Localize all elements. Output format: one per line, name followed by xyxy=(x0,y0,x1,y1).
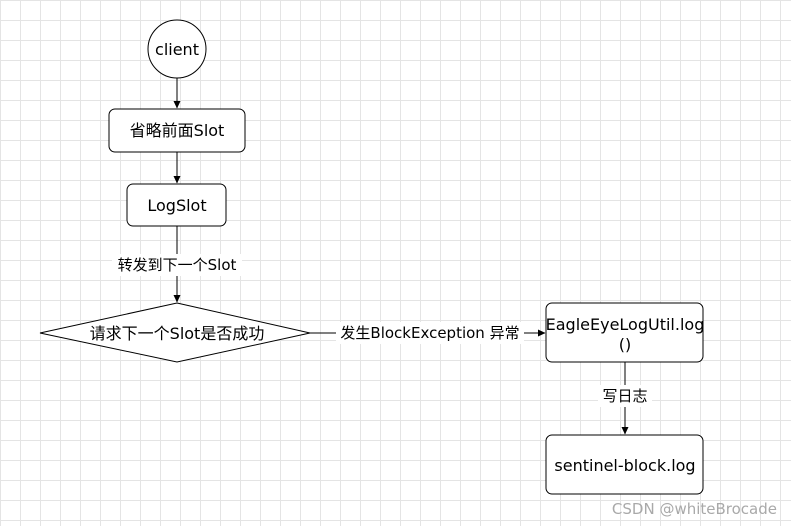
node-skip-slots: 省略前面Slot xyxy=(108,108,246,153)
edge-label-exception: 发生BlockException 异常 xyxy=(336,322,524,344)
watermark: CSDN @whiteBrocade xyxy=(611,500,777,518)
edge-label-forward-text: 转发到下一个Slot xyxy=(118,256,237,274)
node-eagle-eye-log-util: EagleEyeLogUtil.log () xyxy=(545,302,705,363)
node-decision-label: 请求下一个Slot是否成功 xyxy=(90,324,265,343)
node-eagle-line2: () xyxy=(619,335,631,354)
node-skip-slots-label: 省略前面Slot xyxy=(130,121,225,140)
node-decision: 请求下一个Slot是否成功 xyxy=(39,302,311,363)
edge-label-write-log-text: 写日志 xyxy=(602,387,647,405)
node-log-slot-label: LogSlot xyxy=(147,196,206,215)
node-sentinel-block-log-label: sentinel-block.log xyxy=(554,456,695,475)
node-log-slot: LogSlot xyxy=(126,183,227,227)
edge-label-exception-text: 发生BlockException 异常 xyxy=(340,324,519,342)
edge-label-forward: 转发到下一个Slot xyxy=(112,254,242,276)
node-client: client xyxy=(147,19,207,79)
node-client-label: client xyxy=(155,40,199,59)
node-sentinel-block-log: sentinel-block.log xyxy=(545,434,704,495)
node-eagle-line1: EagleEyeLogUtil.log xyxy=(546,315,705,334)
edge-label-write-log: 写日志 xyxy=(598,385,652,407)
